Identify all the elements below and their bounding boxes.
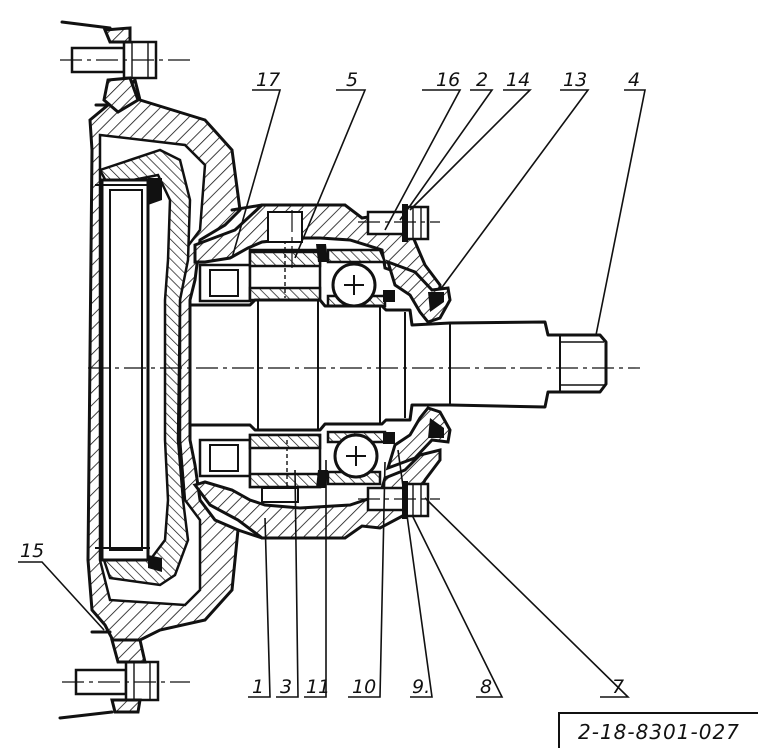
ball-bearing-lower: [326, 430, 387, 486]
roller-bearing-upper: [198, 211, 322, 303]
callout-8: 8: [480, 676, 492, 698]
callout-10: 10: [352, 676, 376, 698]
drawing-number: 2-18-8301-027: [578, 720, 740, 744]
center-lines: [60, 59, 640, 683]
bottom-bolt: [58, 630, 160, 720]
callout-3: 3: [280, 676, 292, 698]
shaft: [188, 298, 608, 432]
roller-bearing-lower: [198, 433, 322, 503]
callout-7: 7: [612, 676, 624, 698]
cap-bolt-upper: [366, 204, 430, 242]
callout-11: 11: [306, 676, 330, 698]
seal-cover: [385, 259, 452, 471]
callout-16: 16: [436, 69, 460, 91]
callout-2: 2: [476, 69, 488, 91]
callout-13: 13: [563, 69, 587, 91]
ball-bearing-upper: [326, 248, 387, 308]
callout-14: 14: [506, 69, 530, 91]
drawing-number-box: 2-18-8301-027: [558, 712, 758, 748]
callout-9: 9.: [412, 676, 430, 698]
callout-5: 5: [346, 69, 358, 91]
disc-element: [95, 148, 192, 587]
callout-17: 17: [256, 69, 280, 91]
callout-4: 4: [628, 69, 640, 91]
callout-1: 1: [252, 676, 264, 698]
top-bolt: [60, 20, 158, 114]
leader-lines: [18, 89, 646, 698]
callout-15: 15: [20, 540, 44, 562]
circlips: [316, 244, 395, 488]
callout-labels: 17 5 16 2 14 13 4 15 1 3 11 10 9. 8 7: [20, 69, 640, 698]
